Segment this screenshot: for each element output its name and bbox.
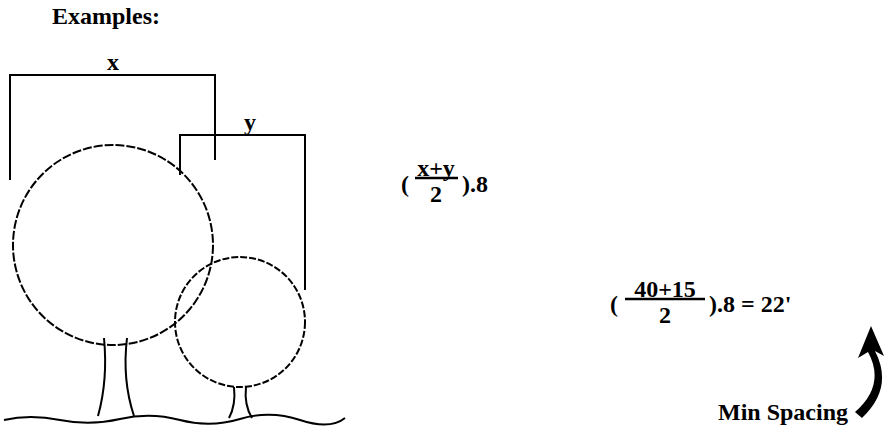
small-canopy — [175, 257, 305, 387]
formula-numerator: 40+15 — [634, 277, 696, 301]
formula-denominator: 2 — [659, 303, 671, 327]
dimension-letter: x — [107, 50, 119, 74]
formula-factor: ).8 — [462, 172, 488, 196]
large-trunk — [126, 338, 134, 416]
large-canopy — [13, 145, 213, 345]
x-bracket — [10, 75, 215, 180]
brackets — [10, 75, 305, 290]
large-trunk — [98, 338, 105, 416]
formula-numerator: x+y — [417, 156, 455, 180]
trees — [4, 145, 345, 425]
curved-arrow — [855, 326, 884, 418]
formula-result: ).8 = 22' — [709, 292, 791, 316]
small-trunk — [246, 387, 252, 418]
formula-paren: ( — [610, 292, 618, 316]
formula-paren: ( — [401, 172, 409, 196]
small-trunk — [229, 387, 234, 418]
formula-denominator: 2 — [430, 182, 442, 206]
dimension-letter: y — [244, 110, 256, 134]
y-bracket — [180, 135, 305, 290]
ground-line — [4, 415, 345, 425]
diagram-title: Examples: — [52, 4, 160, 28]
min-spacing-note: Min Spacing — [718, 400, 848, 424]
